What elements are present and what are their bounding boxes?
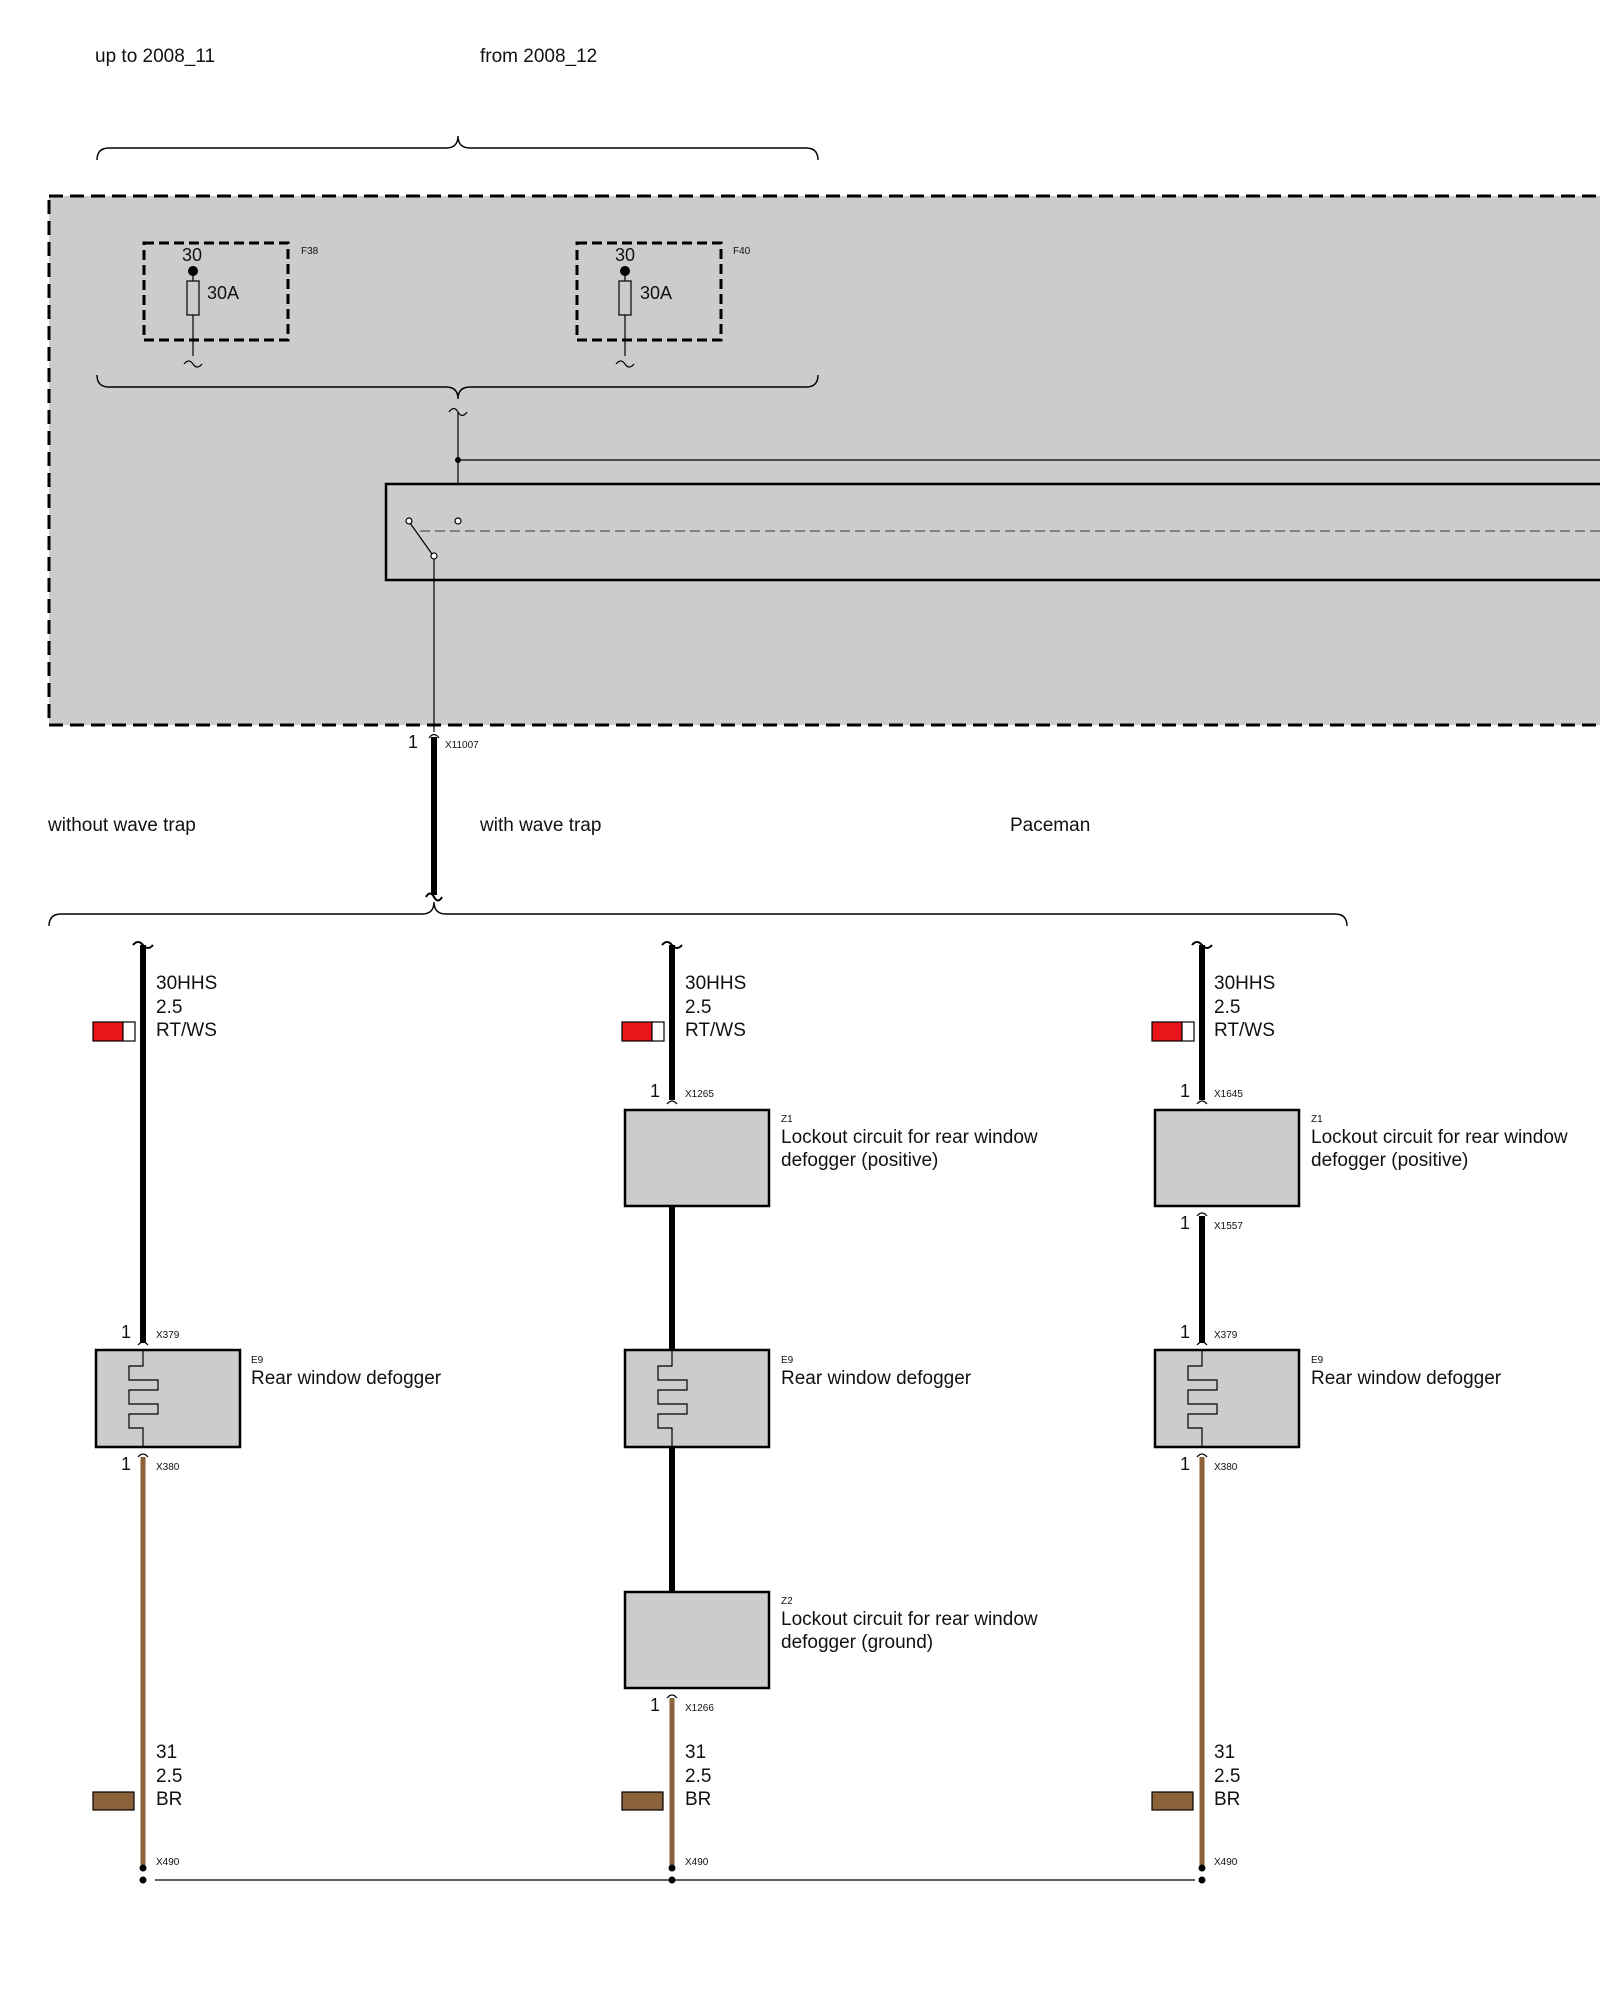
wire-terminal: 31 [156, 1742, 178, 1763]
fuse-f38-pin: 30 [182, 245, 203, 265]
column-b-lockout-pos-desc: Lockout circuit for rear window defogger… [781, 1126, 1038, 1172]
column-c-ground-wire-label: 31 2.5 BR [1214, 1741, 1240, 1812]
column-b-lockout-pos-id: Z1 [781, 1114, 793, 1125]
fuse-f40-id: F40 [733, 246, 751, 257]
option-label-paceman: Paceman [1010, 815, 1091, 836]
column-c-defogger-name: Rear window defogger [1311, 1368, 1502, 1389]
wire-gauge: 2.5 [685, 996, 712, 1018]
column-c-defogger-in-pin: 1 [1180, 1322, 1191, 1342]
variant-label-upto: up to 2008_11 [95, 46, 216, 67]
column-c-lockout-pos-id: Z1 [1311, 1114, 1323, 1125]
output-connector-id: X11007 [445, 740, 479, 751]
fuse-f38-id: F38 [301, 246, 319, 257]
column-b-lockout-pos-in-pin: 1 [650, 1081, 661, 1101]
desc-line-1: Lockout circuit for rear window [781, 1127, 1038, 1148]
desc-line-2: defogger (positive) [1311, 1150, 1469, 1171]
wire-color: RT/WS [685, 1020, 746, 1041]
column-b-defogger-id: E9 [781, 1355, 794, 1366]
fuse-f38 [142, 241, 290, 368]
column-c-lockout-pos-out-pin: 1 [1180, 1213, 1191, 1233]
column-b-ground-wire-label: 31 2.5 BR [685, 1741, 711, 1812]
desc-line-1: Lockout circuit for rear window [781, 1609, 1038, 1630]
desc-line-2: defogger (positive) [781, 1150, 939, 1171]
column-a-defogger-name: Rear window defogger [251, 1368, 442, 1389]
fuse-brace [96, 374, 819, 400]
column-b-lockout-gnd-out-pin: 1 [650, 1695, 661, 1715]
column-a-defogger-in-pin: 1 [121, 1322, 132, 1342]
wire-gauge: 2.5 [685, 1765, 712, 1787]
variant-brace [96, 135, 819, 161]
column-a-supply-wire-label: 30HHS 2.5 RT/WS [156, 972, 217, 1043]
wire-color: RT/WS [1214, 1020, 1275, 1041]
column-b-lockout-gnd-id: Z2 [781, 1596, 793, 1607]
column-a-defogger-in-conn: X379 [156, 1330, 180, 1341]
column-c-ground-conn: X490 [1214, 1857, 1238, 1868]
desc-line-2: defogger (ground) [781, 1632, 934, 1653]
column-c-lockout-pos-out-conn: X1557 [1214, 1221, 1243, 1232]
column-a-ground-wire-label: 31 2.5 BR [156, 1741, 182, 1812]
variant-label-from: from 2008_12 [480, 46, 598, 67]
column-b-ground-conn: X490 [685, 1857, 709, 1868]
column-b-circuit [621, 941, 771, 1884]
wire-gauge: 2.5 [1214, 996, 1241, 1018]
column-c-lockout-pos-in-conn: X1645 [1214, 1089, 1243, 1100]
column-a-defogger-id: E9 [251, 1355, 264, 1366]
column-a-defogger-out-conn: X380 [156, 1462, 180, 1473]
wire-terminal: 31 [1214, 1742, 1236, 1763]
wire-gauge: 2.5 [156, 1765, 183, 1787]
wire-terminal: 30HHS [156, 973, 218, 994]
column-b-defogger-name: Rear window defogger [781, 1368, 972, 1389]
column-b-lockout-pos-in-conn: X1265 [685, 1089, 714, 1100]
fuse-f38-rating: 30A [207, 283, 240, 303]
output-connector-pin: 1 [408, 732, 419, 752]
wire-terminal: 31 [685, 1742, 707, 1763]
column-c-lockout-pos-desc: Lockout circuit for rear window defogger… [1311, 1126, 1568, 1172]
column-a-circuit [92, 941, 242, 1884]
relay-box [384, 482, 1600, 582]
column-c-circuit [1151, 941, 1301, 1884]
wire-color: BR [1214, 1789, 1241, 1810]
column-b-supply-wire-label: 30HHS 2.5 RT/WS [685, 972, 746, 1043]
column-c-defogger-out-pin: 1 [1180, 1454, 1191, 1474]
fuse-f40-pin: 30 [615, 245, 636, 265]
fuse-f40-rating: 30A [640, 283, 673, 303]
column-b-lockout-gnd-desc: Lockout circuit for rear window defogger… [781, 1608, 1038, 1654]
column-c-defogger-in-conn: X379 [1214, 1330, 1238, 1341]
wire-terminal: 30HHS [1214, 973, 1276, 994]
wire-gauge: 2.5 [1214, 1765, 1241, 1787]
column-c-defogger-id: E9 [1311, 1355, 1324, 1366]
options-brace [48, 901, 1348, 927]
option-label-without-wave-trap: without wave trap [48, 815, 196, 836]
option-label-with-wave-trap: with wave trap [480, 815, 602, 836]
column-c-supply-wire-label: 30HHS 2.5 RT/WS [1214, 972, 1275, 1043]
fuse-f40 [575, 241, 723, 368]
column-c-defogger-out-conn: X380 [1214, 1462, 1238, 1473]
column-b-lockout-gnd-out-conn: X1266 [685, 1703, 714, 1714]
desc-line-1: Lockout circuit for rear window [1311, 1127, 1568, 1148]
column-a-ground-conn: X490 [156, 1857, 180, 1868]
wire-color: RT/WS [156, 1020, 217, 1041]
column-a-defogger-out-pin: 1 [121, 1454, 132, 1474]
wire-color: BR [156, 1789, 183, 1810]
column-c-lockout-pos-in-pin: 1 [1180, 1081, 1191, 1101]
wire-color: BR [685, 1789, 712, 1810]
wire-terminal: 30HHS [685, 973, 747, 994]
wire-gauge: 2.5 [156, 996, 183, 1018]
